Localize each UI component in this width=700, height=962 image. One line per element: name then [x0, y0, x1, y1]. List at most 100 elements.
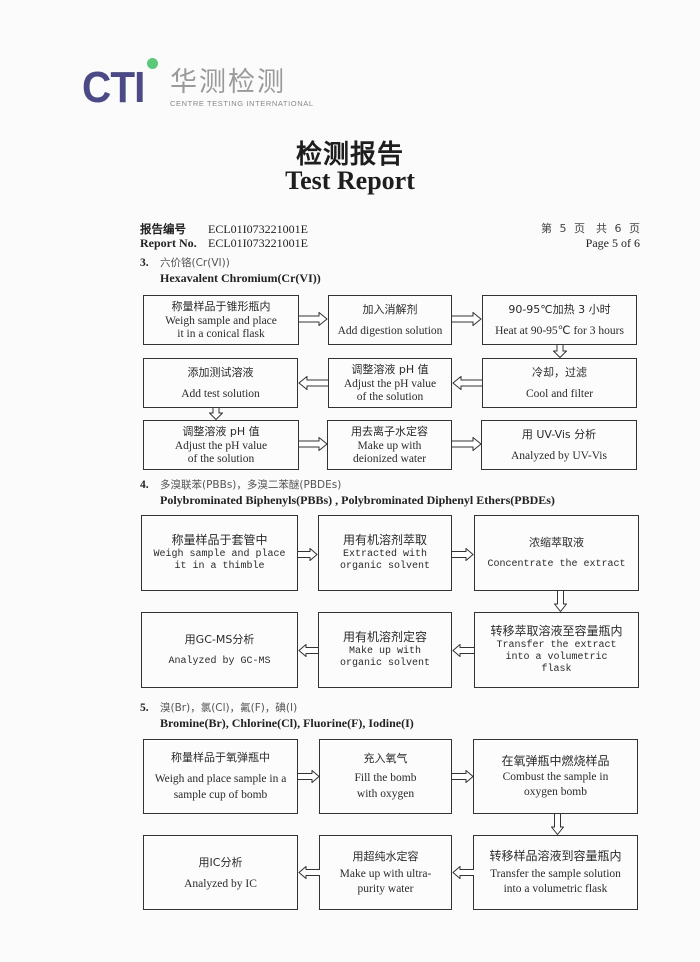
step-cn: 称量样品于锥形瓶内: [171, 300, 271, 313]
step-en: Adjust the pH value of the solution: [174, 440, 268, 465]
arrow-left-icon: [298, 376, 328, 390]
flow-step: 加入消解剂 Add digestion solution: [328, 295, 452, 345]
logo-name-cn: 华测检测: [170, 67, 286, 98]
step-en: Add test solution: [181, 388, 260, 400]
arrow-left-icon: [452, 644, 474, 657]
step-cn: 用IC分析: [198, 855, 243, 869]
flow-step: 90-95℃加热 3 小时 Heat at 90-95℃ for 3 hours: [482, 295, 637, 345]
section-title-cn: 六价铬(Cr(VI)): [160, 257, 230, 269]
arrow-right-icon: [452, 437, 482, 451]
section-title-cn: 溴(Br)，氯(Cl)，氟(F)，碘(I): [160, 702, 298, 714]
flow-step: 称量样品于锥形瓶内 Weigh sample and place it in a…: [143, 295, 299, 345]
arrow-right-icon: [452, 548, 474, 561]
arrow-right-icon: [298, 770, 320, 783]
step-cn: 转移样品溶液到容量瓶内: [489, 848, 622, 863]
arrow-right-icon: [298, 548, 318, 561]
step-en: Concentrate the extract: [487, 559, 626, 570]
step-cn: 用超纯水定容: [352, 849, 419, 863]
arrow-right-icon: [299, 312, 328, 326]
section-title-en: Hexavalent Chromium(Cr(VI)): [160, 271, 321, 285]
step-en: Weigh sample and place it in a thimble: [153, 549, 286, 572]
step-en: Adjust the pH value of the solution: [343, 378, 437, 403]
section-5-heading: 5. 溴(Br)，氯(Cl)，氟(F)，碘(I) Bromine(Br), Chl…: [140, 701, 414, 731]
step-en: Make up with organic solvent: [339, 646, 430, 669]
report-no-value: ECL01I073221001E: [208, 236, 308, 250]
flow-step: 在氧弹瓶中燃烧样品 Combust the sample in oxygen b…: [473, 739, 638, 814]
step-en: Analyzed by GC-MS: [168, 656, 271, 667]
section-title-en: Polybrominated Biphenyls(PBBs) , Polybro…: [160, 493, 555, 507]
arrow-down-icon: [209, 408, 223, 420]
section-4-heading: 4.多溴联苯(PBBs)，多溴二苯醚(PBDEs) Polybrominated…: [140, 478, 555, 508]
step-en: Make up with ultra-purity water: [339, 867, 432, 895]
step-en: Weigh and place sample in a sample cup o…: [154, 773, 287, 801]
arrow-right-icon: [452, 770, 474, 783]
step-en: Fill the bomb with oxygen: [354, 772, 417, 800]
report-no-value: ECL01I073221001E: [208, 222, 308, 236]
step-cn: 加入消解剂: [362, 303, 418, 316]
flow-step: 充入氧气 Fill the bomb with oxygen: [319, 739, 452, 814]
flow-step: 冷却，过滤 Cool and filter: [482, 358, 637, 408]
step-cn: 用去离子水定容: [351, 425, 428, 438]
step-en: Cool and filter: [525, 388, 594, 400]
arrow-right-icon: [452, 312, 482, 326]
step-en: Extracted with organic solvent: [339, 549, 430, 572]
arrow-left-icon: [298, 644, 318, 657]
section-number: 3.: [140, 257, 149, 269]
flow-step: 用 UV-Vis 分析 Analyzed by UV-Vis: [481, 420, 637, 470]
page-indicator: 第 5 页 共 6 页 Page 5 of 6: [541, 222, 640, 250]
step-en: Analyzed by UV-Vis: [511, 450, 607, 462]
step-cn: 称量样品于氧弹瓶中: [171, 751, 270, 764]
step-cn: 称量样品于套管中: [171, 533, 268, 547]
arrow-down-icon: [554, 591, 567, 612]
flow-step: 转移样品溶液到容量瓶内 Transfer the sample solution…: [473, 835, 638, 910]
section-number: 5.: [140, 702, 149, 714]
step-cn: 调整溶液 pH 值: [182, 425, 260, 438]
flow-step: 用超纯水定容 Make up with ultra-purity water: [319, 835, 452, 910]
step-cn: 浓缩萃取液: [529, 536, 584, 549]
flow-step: 调整溶液 pH 值 Adjust the pH value of the sol…: [143, 420, 299, 470]
report-no-label-cn: 报告编号: [140, 222, 186, 236]
step-cn: 添加测试溶液: [187, 366, 254, 379]
flow-step: 浓缩萃取液 Concentrate the extract: [474, 515, 639, 591]
step-cn: 用GC-MS分析: [184, 633, 255, 646]
flow-step: 用去离子水定容 Make up with deionized water: [327, 420, 452, 470]
step-en: Transfer the sample solution into a volu…: [490, 867, 621, 895]
step-en: Make up with deionized water: [352, 440, 427, 465]
page-title-cn: 检测报告: [295, 140, 404, 170]
step-cn: 在氧弹瓶中燃烧样品: [501, 753, 610, 768]
step-en: Weigh sample and place it in a conical f…: [165, 315, 277, 340]
arrow-left-icon: [298, 866, 320, 879]
arrow-down-icon: [553, 345, 567, 358]
report-number-block: 报告编号 ECL01I073221001E Report No. ECL01I073…: [140, 222, 308, 250]
step-en: Analyzed by IC: [184, 877, 257, 890]
logo-brand: CTI: [82, 63, 145, 112]
flow-step: 调整溶液 pH 值 Adjust the pH value of the sol…: [328, 358, 452, 408]
step-cn: 冷却，过滤: [532, 366, 587, 379]
arrow-left-icon: [452, 866, 474, 879]
cti-logo: CTI 华测检测 CENTRE TESTING INTERNATIONAL: [82, 58, 322, 110]
step-cn: 充入氧气: [363, 752, 408, 765]
flow-step: 添加测试溶液 Add test solution: [143, 358, 298, 408]
step-cn: 用 UV-Vis 分析: [521, 428, 597, 441]
logo-name-en: CENTRE TESTING INTERNATIONAL: [170, 99, 314, 108]
section-title-en: Bromine(Br), Chlorine(Cl), Fluorine(F), …: [160, 716, 414, 730]
section-title-cn: 多溴联苯(PBBs)，多溴二苯醚(PBDEs): [160, 479, 342, 491]
page-indicator-en: Page 5 of 6: [585, 236, 640, 250]
step-cn: 用有机溶剂定容: [342, 630, 427, 644]
page-title-en: Test Report: [285, 166, 415, 195]
flow-step: 用GC-MS分析 Analyzed by GC-MS: [141, 612, 298, 688]
step-en: Add digestion solution: [337, 325, 443, 337]
flow-step: 用有机溶剂定容 Make up with organic solvent: [318, 612, 452, 688]
step-en: Combust the sample in oxygen bomb: [502, 770, 609, 798]
arrow-left-icon: [452, 376, 482, 390]
step-cn: 90-95℃加热 3 小时: [508, 303, 611, 316]
flow-step: 用IC分析 Analyzed by IC: [143, 835, 298, 910]
step-cn: 调整溶液 pH 值: [351, 363, 429, 376]
flow-step: 转移萃取溶液至容量瓶内 Transfer the extract into a …: [474, 612, 639, 688]
step-cn: 用有机溶剂萃取: [342, 533, 427, 547]
logo-dot-icon: [147, 58, 158, 69]
step-en: Heat at 90-95℃ for 3 hours: [495, 325, 624, 337]
report-no-label-en: Report No.: [140, 236, 197, 250]
flow-step: 称量样品于套管中 Weigh sample and place it in a …: [141, 515, 298, 591]
section-3-heading: 3. 六价铬(Cr(VI)) Hexavalent Chromium(Cr(VI)…: [140, 256, 321, 286]
